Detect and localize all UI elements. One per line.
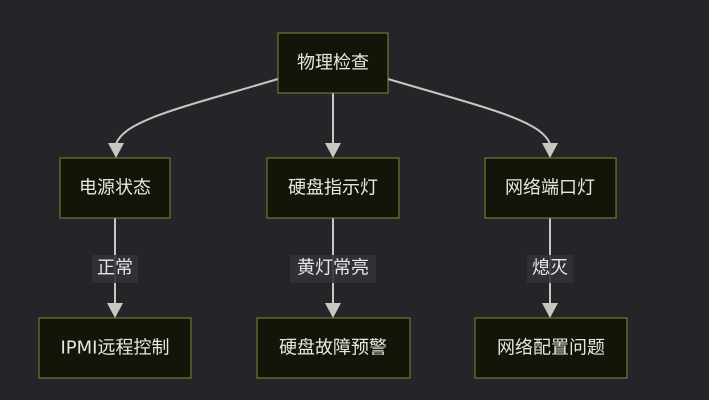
svg-text:黄灯常亮: 黄灯常亮 <box>297 258 369 279</box>
node-disk-indicator: 硬盘指示灯 <box>266 157 400 219</box>
svg-text:电源状态: 电源状态 <box>79 178 151 199</box>
edge-label-yellow-light: 黄灯常亮 <box>290 255 376 283</box>
edge-label-normal: 正常 <box>92 255 138 283</box>
arrowhead-power <box>108 143 124 158</box>
svg-text:网络端口灯: 网络端口灯 <box>505 178 595 199</box>
edge-label-off: 熄灭 <box>527 255 573 283</box>
arrowhead-disk-warn <box>325 303 341 318</box>
node-ipmi-remote: IPMI远程控制 <box>38 317 192 379</box>
svg-text:物理检查: 物理检查 <box>297 53 369 74</box>
svg-text:熄灭: 熄灭 <box>532 258 568 279</box>
arrowhead-net-led <box>542 143 558 158</box>
arrowhead-ipmi <box>107 303 123 318</box>
svg-text:IPMI远程控制: IPMI远程控制 <box>60 338 169 359</box>
node-disk-fault-warning: 硬盘故障预警 <box>256 317 411 379</box>
svg-text:硬盘故障预警: 硬盘故障预警 <box>279 338 387 359</box>
arrowhead-net-config <box>542 303 558 318</box>
svg-text:正常: 正常 <box>97 258 133 279</box>
node-network-port-light: 网络端口灯 <box>484 157 617 219</box>
node-network-config-issue: 网络配置问题 <box>474 317 628 379</box>
edge-root-to-power <box>115 78 279 145</box>
node-power-status: 电源状态 <box>59 157 171 219</box>
node-physical-check: 物理检查 <box>277 32 389 94</box>
svg-text:网络配置问题: 网络配置问题 <box>497 338 605 359</box>
arrowhead-disk-led <box>325 143 341 158</box>
svg-text:硬盘指示灯: 硬盘指示灯 <box>288 178 378 199</box>
edge-root-to-net-led <box>387 78 551 145</box>
